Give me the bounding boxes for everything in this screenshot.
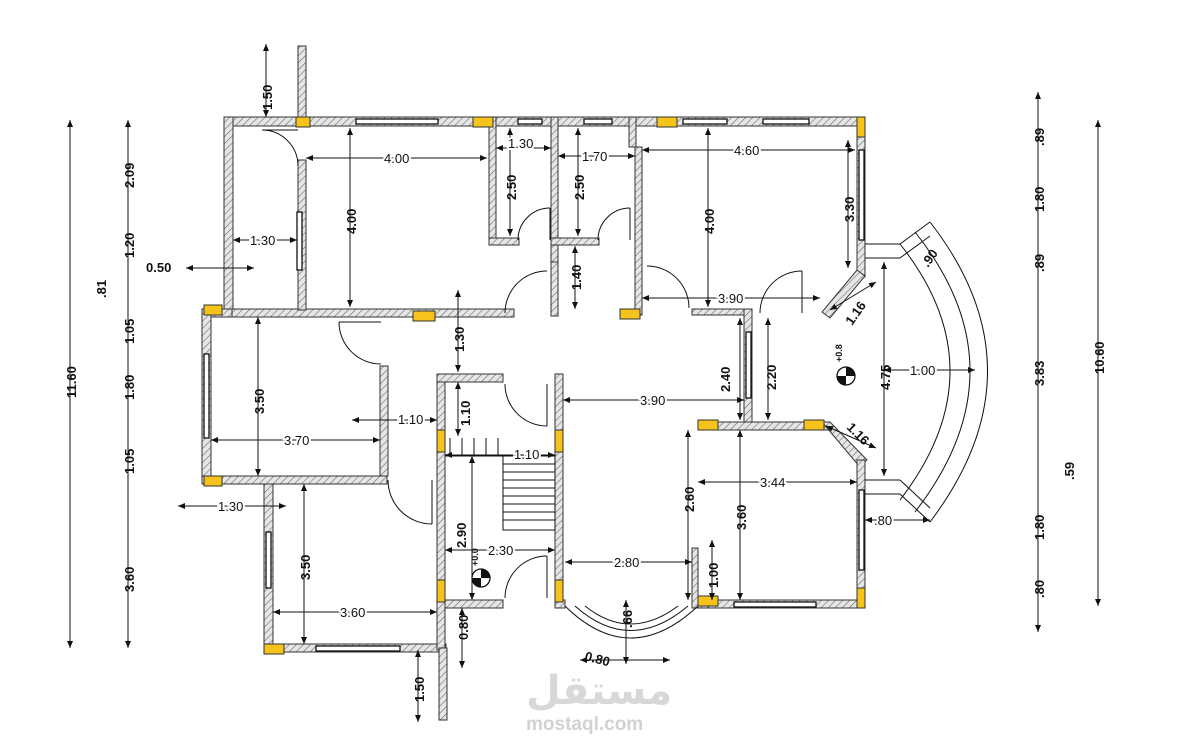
dim-bay-90: .90 xyxy=(918,246,941,269)
dim-bay-4-75: 4.75 xyxy=(878,365,893,390)
dim-top-h-4-00a: 4.00 xyxy=(344,209,359,234)
dim-lobby-3-90: 3.90 xyxy=(640,393,665,408)
dim-left-1-80: 1.80 xyxy=(122,375,137,400)
dim-stair-0-80: 0.80 xyxy=(456,615,471,640)
dim-top-1-70: 1.70 xyxy=(582,149,607,164)
dim-stair-1-10-v: 1.10 xyxy=(458,401,473,426)
dim-2-40: 2.40 xyxy=(718,367,733,392)
dim-lr-3-60: 3.60 xyxy=(734,505,749,530)
dim-lr-3-44: 3.44 xyxy=(760,475,785,490)
dim-left-81: .81 xyxy=(94,280,109,298)
dim-room1-w: 3.70 xyxy=(284,433,309,448)
dim-bay-0-80: 0.80 xyxy=(583,648,611,669)
windows xyxy=(203,118,865,652)
dim-right-89a: .89 xyxy=(1032,128,1047,146)
dim-diag-1-16a: 1.16 xyxy=(842,298,869,327)
dim-top-4-00: 4.00 xyxy=(384,151,409,166)
dim-bath-1-30: 1.30 xyxy=(250,233,275,248)
dim-small-1-40: 1.40 xyxy=(569,265,584,290)
dim-2-20: 2.20 xyxy=(764,365,779,390)
dim-right-1-80b: 1.80 xyxy=(1032,515,1047,540)
dim-left-1-05a: 1.05 xyxy=(122,319,137,344)
dim-bay-66: .66 xyxy=(620,610,635,628)
dim-top-h-2-50b: 2.50 xyxy=(572,175,587,200)
dim-room2-w: 3.60 xyxy=(340,605,365,620)
dimension-lines xyxy=(67,44,1101,722)
dim-right-1-80a: 1.80 xyxy=(1032,187,1047,212)
level-marker-stair xyxy=(471,568,491,588)
level-plus-0-0: +0.0 xyxy=(470,548,480,566)
dim-left-total: 11.60 xyxy=(64,366,79,398)
dim-right-3-83: 3.83 xyxy=(1032,361,1047,386)
dim-window-80: .80 xyxy=(874,513,892,528)
dim-left-2-09: 2.09 xyxy=(122,163,137,188)
watermark-url: mostaql.com xyxy=(526,714,643,735)
dim-top-h-4-00b: 4.00 xyxy=(702,209,717,234)
dim-lr-2-60: 2.60 xyxy=(682,487,697,512)
dim-room1-h: 3.50 xyxy=(252,389,267,414)
dim-top-4-60: 4.60 xyxy=(734,143,759,158)
dim-top-h-3-30: 3.30 xyxy=(842,197,857,222)
dim-side-1-30: 1.30 xyxy=(218,499,243,514)
level-plus-0-8: +0.8 xyxy=(834,344,844,362)
dim-door-1-10: 1.10 xyxy=(398,412,423,427)
dim-left-1-05b: 1.05 xyxy=(122,449,137,474)
dim-stair-2-30: 2.30 xyxy=(488,543,513,558)
dim-left-1-20: 1.20 xyxy=(122,233,137,258)
level-marker xyxy=(836,366,856,386)
dim-corr-1-30: 1.30 xyxy=(452,327,467,352)
dim-hall-3-90: 3.90 xyxy=(718,291,743,306)
watermark-logo: مستقل xyxy=(526,668,672,714)
dim-right-80: .80 xyxy=(1032,580,1047,598)
structural-columns xyxy=(203,116,866,655)
dim-top-1-30: 1.30 xyxy=(508,136,533,151)
dim-room2-h: 3.50 xyxy=(298,555,313,580)
dim-right-59: .59 xyxy=(1062,462,1077,480)
dim-left-chimney: 1.50 xyxy=(260,85,275,110)
dim-left-3-60: 3.60 xyxy=(122,567,137,592)
dim-bay-1-00: 1.00 xyxy=(910,363,935,378)
dim-left-0-50: 0.50 xyxy=(146,260,171,275)
dim-stair-1-10-h: 1.10 xyxy=(514,447,539,462)
door-swings xyxy=(261,129,803,599)
dim-right-89b: .89 xyxy=(1032,254,1047,272)
dim-top-h-2-50a: 2.50 xyxy=(504,175,519,200)
dim-stair-2-90: 2.90 xyxy=(454,523,469,548)
dim-bottom-1-50: 1.50 xyxy=(412,677,427,702)
dim-lr-1-00: 1.00 xyxy=(706,563,721,588)
dim-right-total: 10.60 xyxy=(1092,341,1107,374)
dim-lr-2-80: 2.80 xyxy=(614,555,639,570)
